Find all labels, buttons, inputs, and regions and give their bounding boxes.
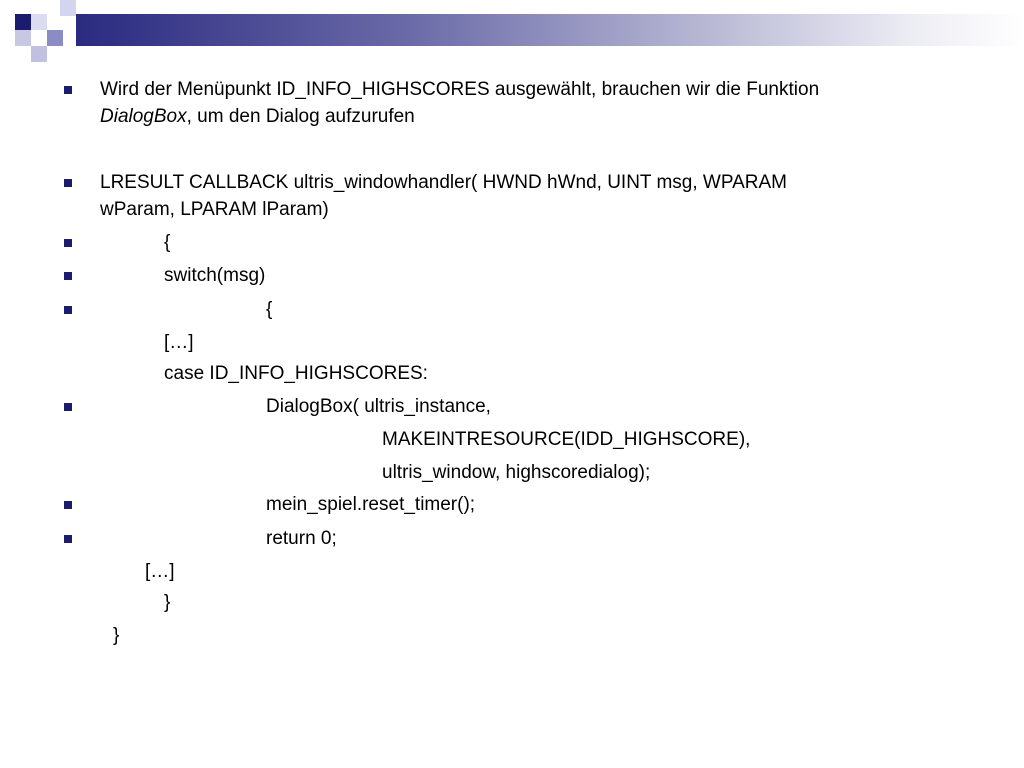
function-name: DialogBox [100,106,187,127]
bullet-square-icon [64,179,72,187]
code-line: mein_spiel.reset_timer(); [266,494,476,515]
intro-line-2-rest: , um den Dialog aufzurufen [186,106,415,127]
code-line: DialogBox( ultris_instance, [266,396,491,417]
code-line: […] [145,561,175,582]
code-line: ultris_window, highscoredialog); [382,462,651,483]
code-line: switch(msg) [164,265,266,286]
code-line: { [164,232,171,253]
code-line: case ID_INFO_HIGHSCORES: [164,363,428,384]
bullet-square-icon [64,239,72,247]
bullet-square-icon [64,306,72,314]
bullet-square-icon [64,86,72,94]
bullet-square-icon [64,501,72,509]
intro-line-2: DialogBox, um den Dialog aufzurufen [100,105,415,129]
code-line: LRESULT CALLBACK ultris_windowhandler( H… [100,172,788,193]
code-line: return 0; [266,528,337,549]
header-square [15,14,31,30]
code-line: } [164,592,171,613]
header-square [47,30,63,46]
intro-line-1: Wird der Menüpunkt ID_INFO_HIGHSCORES au… [100,79,820,100]
header-square [31,46,47,62]
header-gradient-bar [76,14,1024,46]
code-line: wParam, LPARAM lParam) [100,199,329,220]
header-square [15,30,31,46]
code-line: […] [164,332,194,353]
bullet-square-icon [64,403,72,411]
bullet-square-icon [64,535,72,543]
code-line: } [113,625,120,646]
bullet-square-icon [64,272,72,280]
code-line: { [266,299,273,320]
header-square [31,14,47,30]
header-square [60,0,76,16]
code-line: MAKEINTRESOURCE(IDD_HIGHSCORE), [382,429,751,450]
